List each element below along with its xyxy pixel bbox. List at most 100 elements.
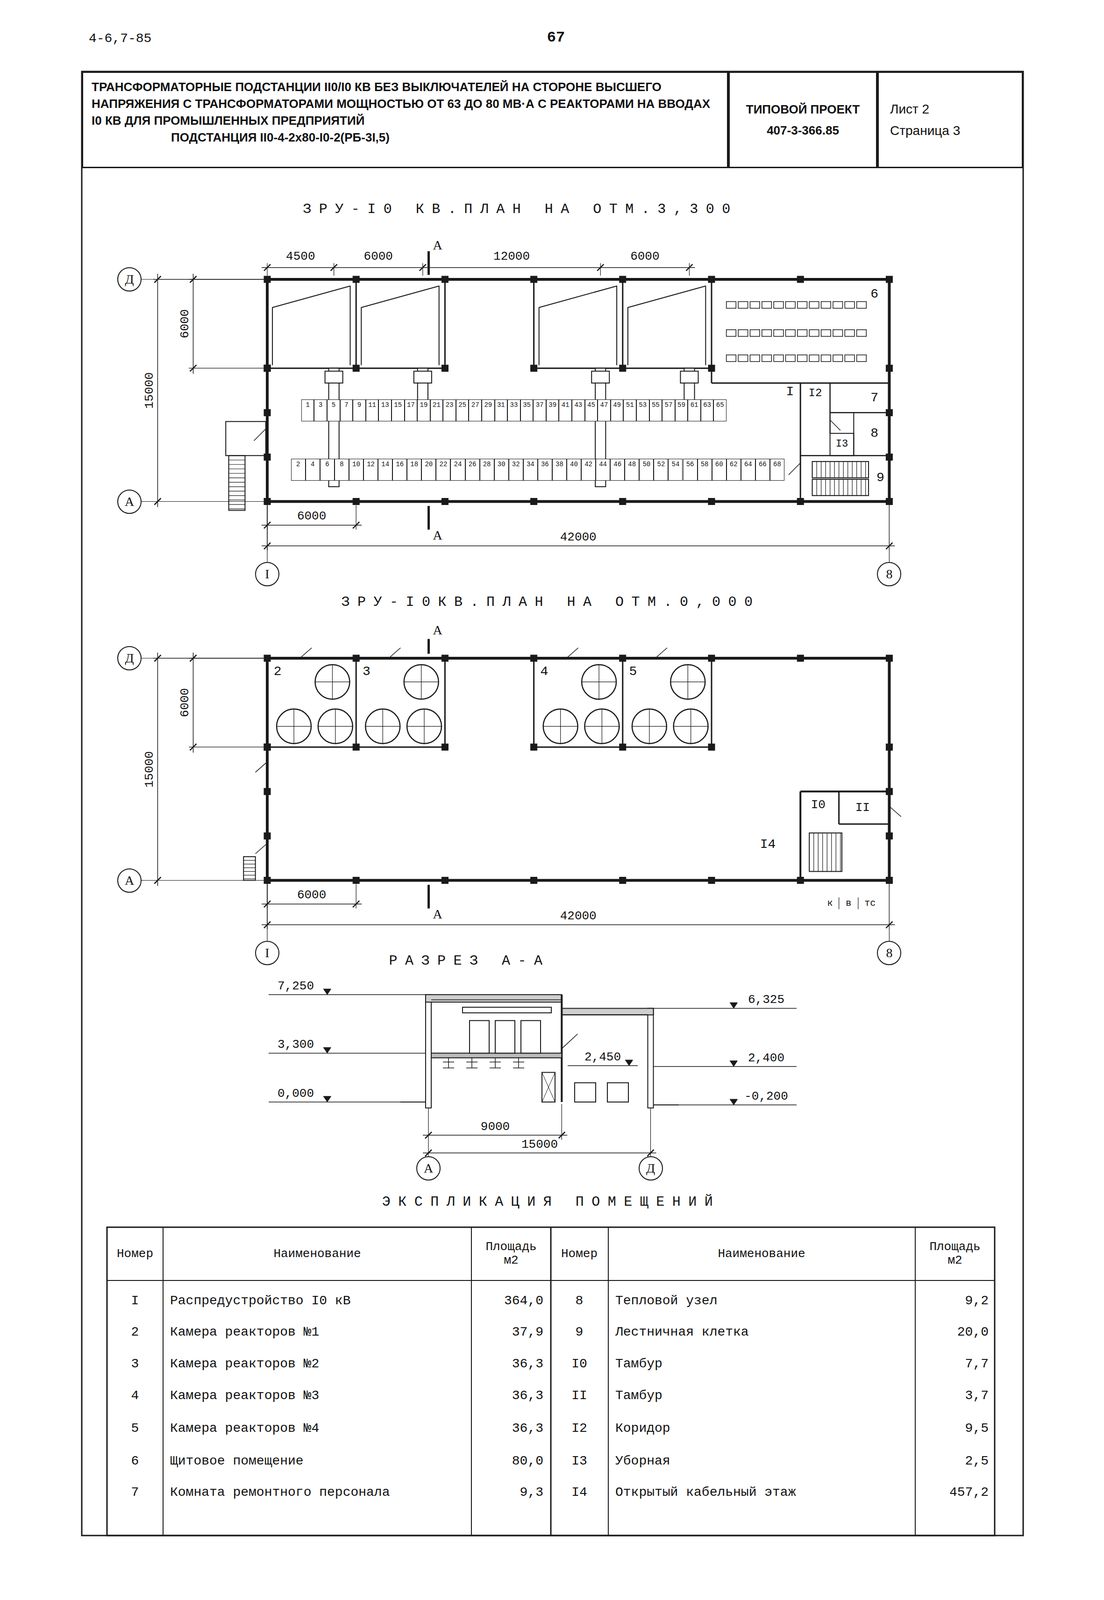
switchgear-cell-box: 22: [435, 458, 451, 482]
roof-slab: [425, 994, 562, 1003]
extension-line: [600, 263, 601, 276]
control-panel: [809, 301, 820, 309]
roof-slab: [561, 1008, 654, 1015]
node-text: 8: [885, 946, 893, 960]
column: [885, 655, 893, 662]
table-rule: [470, 1227, 472, 1536]
extension-line: [356, 883, 357, 909]
switchgear-cell-box: 31: [494, 399, 508, 422]
partition-wall: [711, 368, 713, 384]
control-panel: [844, 301, 855, 309]
column: [885, 364, 893, 372]
switchgear-cell-box: 63: [700, 399, 714, 422]
node-text: 14: [378, 461, 392, 468]
control-panel: [726, 329, 737, 337]
partition-wall: [838, 791, 840, 825]
door-leaf: [655, 648, 668, 659]
table-cell: Камера реакторов №3: [169, 1388, 321, 1404]
dimension-text: 15000: [520, 1138, 559, 1152]
node-text: 29: [482, 401, 495, 409]
table-cell: 36,3: [511, 1357, 545, 1372]
cabinet: [541, 1072, 556, 1103]
level-mark-text: 0,000: [276, 1087, 315, 1101]
stair-tread: [243, 871, 256, 872]
table-title: ЭКСПЛИКАЦИЯ ПОМЕЩЕНИЙ: [381, 1194, 722, 1211]
cable-rack: [512, 1061, 525, 1063]
stair: [812, 461, 869, 478]
column: [530, 743, 538, 751]
node-text: 41: [559, 401, 572, 409]
node-text: 3: [314, 401, 327, 409]
control-panel: [809, 329, 820, 337]
control-panel: [749, 355, 760, 362]
dimension-line: [422, 1152, 657, 1154]
node-text: 59: [675, 401, 688, 409]
stair-tread: [835, 833, 837, 872]
switchgear-cell-box: 24: [450, 458, 465, 482]
level-leader: [653, 1066, 798, 1068]
reactor-symbol: [673, 709, 709, 744]
level-leader: [653, 1104, 798, 1106]
switchgear-cell-box: 48: [624, 458, 640, 482]
control-panel: [797, 355, 808, 362]
switchgear-cell-box: 34: [523, 458, 538, 482]
stair-tread: [243, 875, 256, 876]
dimension-text: 6000: [296, 888, 328, 903]
table-cell: Коридор: [614, 1421, 672, 1437]
table-cell: 364,0: [503, 1294, 545, 1309]
stair-tread: [816, 479, 817, 496]
switchgear-cell-box: 46: [610, 458, 625, 482]
node-text: 57: [662, 401, 675, 409]
reactor-axis: [687, 664, 689, 700]
node-text: 9: [353, 401, 366, 409]
switchgear-cell-box: 45: [584, 399, 599, 422]
roof-beam: [561, 1014, 648, 1016]
room-number: 9: [875, 470, 886, 485]
dimension-text: 42000: [559, 909, 598, 923]
node-text: 20: [421, 461, 436, 468]
reactor-symbol: [318, 709, 353, 744]
dimension-text: 15000: [142, 371, 157, 410]
reactor-section: [607, 1082, 629, 1103]
node-text: 16: [392, 461, 407, 468]
node-text: 28: [480, 461, 494, 468]
node-text: 38: [552, 461, 567, 468]
reactor-symbol: [406, 709, 442, 744]
extension-line: [266, 505, 268, 551]
cable-rack: [489, 1061, 501, 1063]
switchgear-cell-box: 9: [352, 399, 366, 422]
dimension-line: [261, 903, 362, 905]
stair-tread: [228, 491, 246, 492]
node-text: 45: [585, 401, 598, 409]
switchgear-cell-box: 7: [340, 399, 354, 422]
table-cell: 7: [130, 1485, 141, 1501]
node-text: 26: [465, 461, 480, 468]
stair-tread: [228, 499, 246, 501]
control-panel: [773, 301, 784, 309]
table-cell: 8: [574, 1294, 585, 1309]
axis-line: [427, 1108, 429, 1157]
outer-wall: [267, 658, 890, 881]
extension-line: [153, 501, 264, 502]
axis-bubble: I: [255, 940, 280, 966]
level-mark: [729, 1002, 738, 1009]
node-text: А: [124, 874, 135, 888]
reactor-axis: [332, 664, 333, 700]
reactor-opening: [361, 285, 439, 366]
table-cell: Комната ремонтного персонала: [169, 1485, 391, 1501]
stair-tread: [847, 479, 848, 496]
table-cell: 37,9: [511, 1325, 545, 1340]
column: [708, 655, 715, 662]
switchgear-cell-box: 37: [533, 399, 547, 422]
inlet-separator: [857, 897, 859, 910]
node-text: 18: [407, 461, 421, 468]
toilet-room: [830, 433, 855, 456]
cable-rack: [442, 1061, 455, 1063]
switchgear-cell: [520, 1020, 541, 1054]
axis-line: [650, 1108, 651, 1157]
column: [885, 743, 893, 751]
reactor-axis: [293, 709, 294, 744]
stair-tread: [820, 479, 822, 496]
level-mark: [729, 1061, 738, 1067]
level-mark-text: 7,250: [276, 979, 315, 994]
